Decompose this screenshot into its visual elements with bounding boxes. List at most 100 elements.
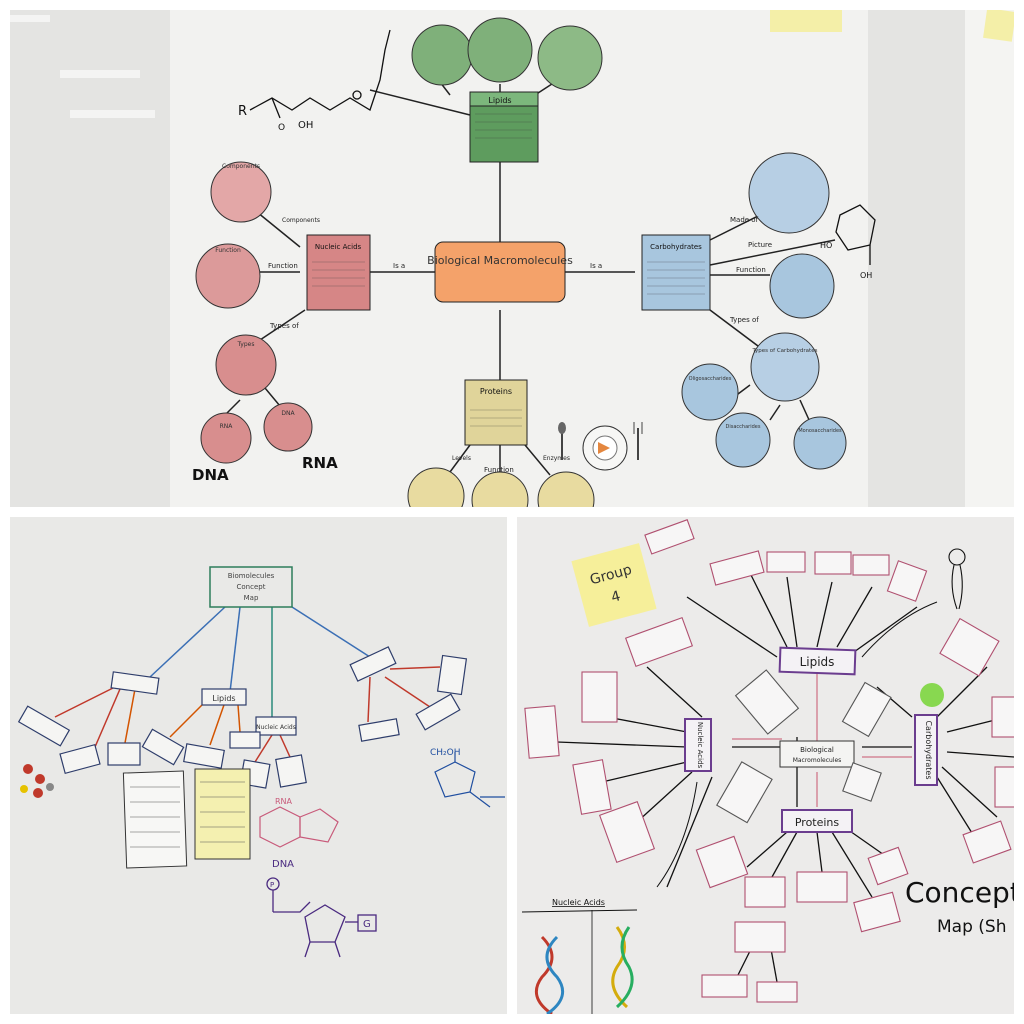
br-nucleic-label: Nucleic Acids xyxy=(696,722,704,769)
br-pink-arrows xyxy=(732,667,912,807)
br-curved-arrow-lower xyxy=(656,781,698,888)
types-circle xyxy=(215,334,277,396)
br-dna-drawings xyxy=(521,909,638,1014)
circle-dna-label: DNA xyxy=(281,410,295,417)
lipid-circle xyxy=(537,25,603,91)
rna-circle xyxy=(200,412,252,464)
carbohydrates-box xyxy=(641,234,711,311)
plate-drawing xyxy=(558,422,643,471)
bl-lipids-label: Lipids xyxy=(212,694,235,703)
nucleic-acids-title: Nucleic Acids xyxy=(315,243,362,251)
bl-p-label: P xyxy=(270,881,274,889)
br-carb-label: Carbohydrates xyxy=(924,720,933,779)
enzymes-link: Enzymes xyxy=(543,455,570,462)
dna-circle xyxy=(263,402,313,452)
lipid-structure-drawing xyxy=(249,29,391,119)
chem-ho: HO xyxy=(820,241,832,250)
br-concept-title: Concept xyxy=(905,876,1014,909)
disacc-circle xyxy=(715,412,771,468)
proteins-box xyxy=(464,379,528,446)
bl-title-box xyxy=(209,566,293,608)
circle-function-label: Function xyxy=(215,247,241,254)
sticky-number-label: 4 xyxy=(610,588,623,606)
picture-link: Picture xyxy=(748,241,772,249)
br-nucleic-heading: Nucleic Acids xyxy=(552,898,605,907)
br-curved-arrow xyxy=(861,601,938,658)
circle-components-label: Components xyxy=(222,163,260,170)
biomolecules-concept-map: Biomolecules Concept Map Lipids Nucleic … xyxy=(17,566,505,958)
monosacc-circle xyxy=(793,416,847,470)
top-photo-panel: Biological Macromolecules Lipids Nucleic… xyxy=(10,10,1014,507)
carb-types-circle xyxy=(750,332,820,402)
wall-light-reflection xyxy=(10,15,50,22)
bl-nucleic-label: Nucleic Acids xyxy=(256,724,296,731)
proteins-title: Proteins xyxy=(480,387,512,396)
bottom-right-photo-panel: Group 4 Lipids Nucleic Acids Carbohydrat… xyxy=(517,517,1014,1014)
bl-title-line2: Concept xyxy=(237,583,266,591)
bl-g-label: G xyxy=(363,919,371,930)
bl-ch2oh-ring xyxy=(434,752,505,808)
types-of-link-left: Types of xyxy=(269,322,299,330)
group4-concept-map: Group 4 Lipids Nucleic Acids Carbohydrat… xyxy=(521,519,1014,1014)
handwriting-scribbles xyxy=(312,113,705,427)
adjacent-poster xyxy=(965,10,1014,507)
bl-title-line1: Biomolecules xyxy=(228,572,275,580)
sticky-note-corner xyxy=(983,10,1014,42)
function-circle xyxy=(195,243,261,309)
bl-boxes xyxy=(17,646,468,789)
function-link-right: Function xyxy=(736,266,766,274)
lipids-box-header xyxy=(469,91,539,107)
made-of-link: Made of xyxy=(730,216,759,224)
types-of-link-right: Types of xyxy=(729,316,759,324)
dna-label: DNA xyxy=(192,466,229,484)
top-concept-map: Biological Macromolecules Lipids Nucleic… xyxy=(10,10,1014,507)
levels-link: Levels xyxy=(452,455,471,462)
made-of-circle xyxy=(748,152,830,234)
oligo-circle xyxy=(681,363,739,421)
chem-oh: OH xyxy=(298,120,313,131)
bl-table-left xyxy=(122,770,188,869)
carbohydrates-title: Carbohydrates xyxy=(650,243,702,251)
br-connector-lines xyxy=(556,566,1014,983)
chem-oh-carb: OH xyxy=(860,271,872,280)
sticky-note-top xyxy=(770,10,842,32)
bl-dna-structure xyxy=(266,877,377,958)
bl-rna-label: RNA xyxy=(275,797,293,806)
carb-ring-drawing xyxy=(835,204,876,265)
circle-carb-types-label: Types of Carbohydrates xyxy=(752,348,818,354)
function-circle-protein xyxy=(471,471,529,507)
bottom-left-photo-panel: Biomolecules Concept Map Lipids Nucleic … xyxy=(10,517,507,1014)
br-lipids-label: Lipids xyxy=(800,655,835,669)
circle-types-label: Types xyxy=(237,341,255,348)
circle-oligo-label: Oligosaccharides xyxy=(689,376,732,382)
center-title: Biological Macromolecules xyxy=(427,254,573,267)
br-map-title: Map (Sh xyxy=(937,917,1006,937)
bl-dot-molecule xyxy=(20,764,54,798)
components-link: Components xyxy=(282,217,320,224)
circle-monosacc-label: Monosaccharides xyxy=(798,428,842,434)
br-proteins-label: Proteins xyxy=(795,816,840,829)
bl-table-yellow xyxy=(194,768,251,860)
bl-rna-structure xyxy=(259,806,339,848)
chem-r: R xyxy=(238,104,247,119)
bl-title-line3: Map xyxy=(244,594,259,602)
function-link-bottom: Function xyxy=(484,466,514,474)
br-center-box xyxy=(779,740,855,768)
br-bio-label: Biological xyxy=(800,746,834,754)
function-link-left: Function xyxy=(268,262,298,270)
enzymes-circle xyxy=(537,471,595,507)
levels-circle xyxy=(407,467,465,507)
components-circle xyxy=(210,161,272,223)
is-a-right: Is a xyxy=(590,262,602,270)
center-box xyxy=(434,241,566,303)
lipid-circle xyxy=(411,24,473,86)
rna-label: RNA xyxy=(302,454,338,472)
br-green-dot xyxy=(920,683,944,707)
circle-disacc-label: Disaccharides xyxy=(726,424,761,430)
nucleic-acids-box xyxy=(306,234,371,311)
lipids-title: Lipids xyxy=(488,96,511,105)
br-main-boxes xyxy=(684,646,938,833)
wall-light-reflection xyxy=(70,110,155,118)
lipid-circle xyxy=(467,17,533,83)
bl-table-lines xyxy=(130,781,245,848)
